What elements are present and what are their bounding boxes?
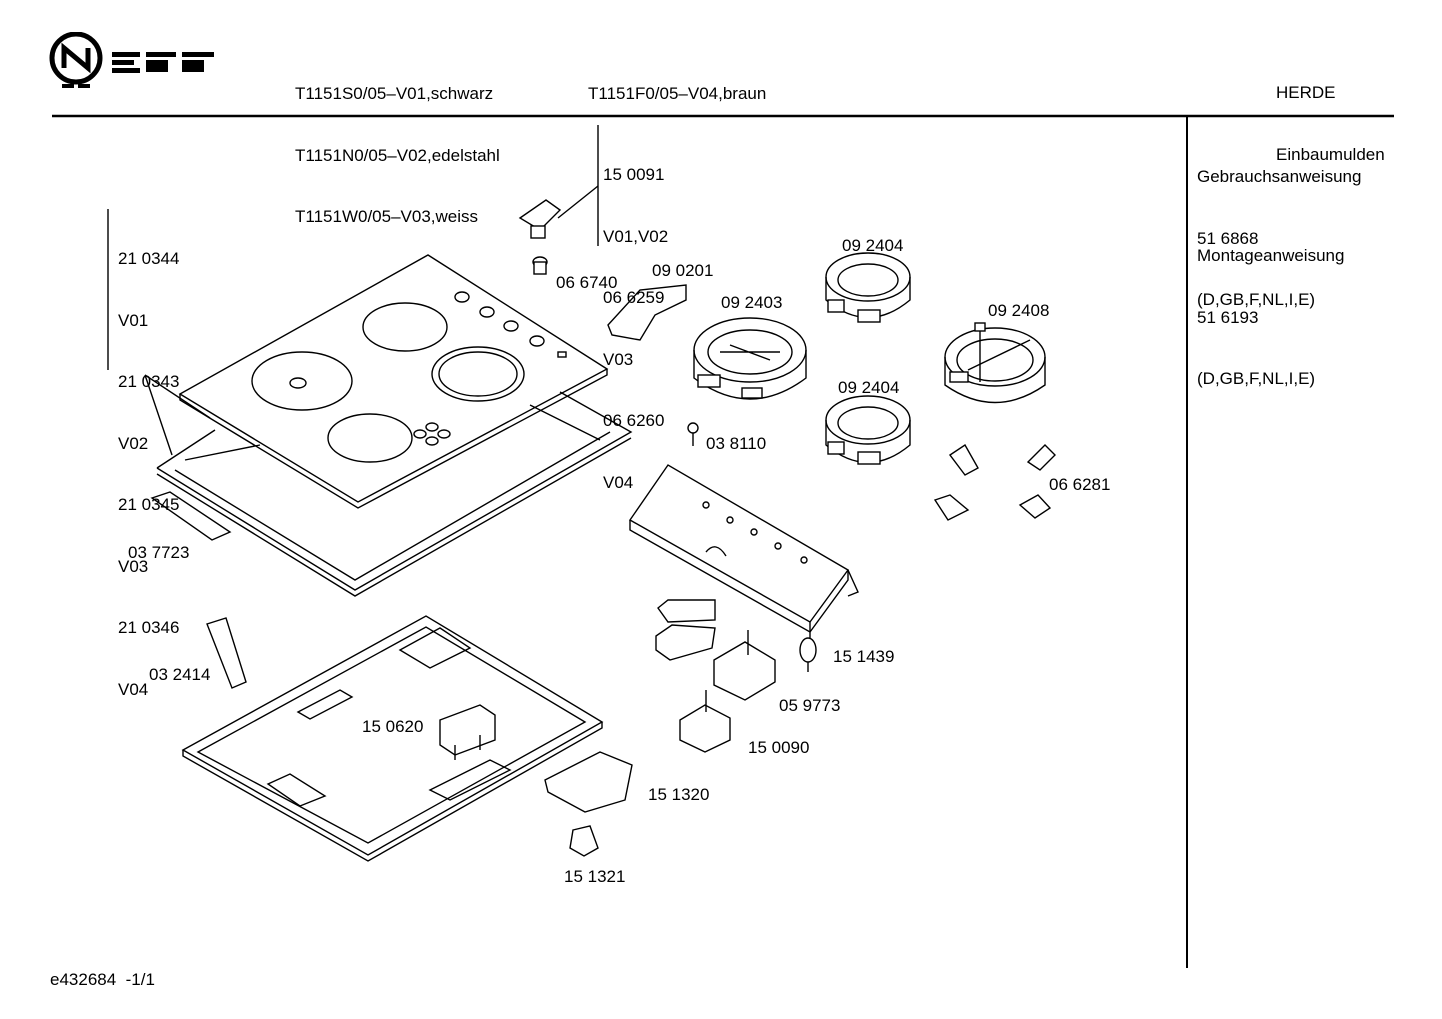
part-variant: V04 [118, 679, 149, 699]
part-number: 06 6259 [603, 288, 665, 307]
label-092408: 09 2408 [988, 301, 1050, 320]
part-variant: V02 [118, 433, 149, 453]
model-line: T1151N0/05–V02,edelstahl [295, 145, 500, 165]
label-037723: 03 7723 [128, 543, 190, 562]
drawing-id: e432684 -1/1 [50, 970, 155, 989]
model-line: T1151W0/05–V03,weiss [295, 207, 479, 226]
label-066740: 06 6740 [556, 273, 618, 292]
category-line: HERDE [1276, 83, 1336, 102]
doc-languages: (D,GB,F,NL,I,E) [1197, 369, 1316, 388]
part-number: 21 0343 [118, 372, 180, 391]
label-150620: 15 0620 [362, 717, 424, 736]
label-knob-group: 15 0091 V01,V02 06 6259 V03 06 6260 V04 [603, 124, 668, 514]
label-151439: 15 1439 [833, 647, 895, 666]
label-151321: 15 1321 [564, 867, 626, 886]
label-090201: 09 0201 [652, 261, 714, 280]
part-number: 06 6260 [603, 411, 665, 430]
label-092403: 09 2403 [721, 293, 783, 312]
part-variant: V03 [603, 349, 634, 369]
label-038110: 03 8110 [706, 434, 767, 453]
category: HERDE Einbaumulden [1276, 42, 1385, 186]
part-variant: V01,V02 [603, 226, 669, 246]
part-number: 21 0345 [118, 495, 180, 514]
part-variant: V01 [118, 310, 149, 330]
label-150090: 15 0090 [748, 738, 810, 757]
models-right: T1151F0/05–V04,braun [588, 43, 766, 125]
part-number: 21 0346 [118, 618, 180, 637]
category-line: Einbaumulden [1276, 144, 1385, 164]
part-number: 15 0091 [603, 165, 665, 184]
doc-number: 51 6868 [1197, 228, 1259, 248]
doc-languages: (D,GB,F,NL,I,E) [1197, 290, 1316, 309]
label-032414: 03 2414 [149, 665, 211, 684]
label-059773: 05 9773 [779, 696, 841, 715]
part-variant: V04 [603, 472, 634, 492]
doc-usage: Gebrauchsanweisung 51 6868 (D,GB,F,NL,I,… [1197, 126, 1361, 331]
label-066281: 06 6281 [1049, 475, 1111, 494]
doc-title: Montageanweisung [1197, 246, 1345, 265]
doc-title: Gebrauchsanweisung [1197, 167, 1362, 186]
models-left: T1151S0/05–V01,schwarz T1151N0/05–V02,ed… [295, 43, 500, 248]
label-151320: 15 1320 [648, 785, 710, 804]
part-variant: V03 [118, 556, 149, 576]
label-092404-bottom: 09 2404 [838, 378, 900, 397]
doc-installation: Montageanweisung 51 6193 (D,GB,F,NL,I,E) [1197, 205, 1344, 410]
label-092404-top: 09 2404 [842, 236, 904, 255]
model-line: T1151S0/05–V01,schwarz [295, 84, 494, 103]
neff-logo [49, 32, 214, 88]
doc-number: 51 6193 [1197, 307, 1259, 327]
part-number: 21 0344 [118, 249, 180, 268]
label-glass-group: 21 0344 V01 21 0343 V02 21 0345 V03 21 0… [118, 208, 179, 721]
model-line: T1151F0/05–V04,braun [588, 84, 767, 103]
